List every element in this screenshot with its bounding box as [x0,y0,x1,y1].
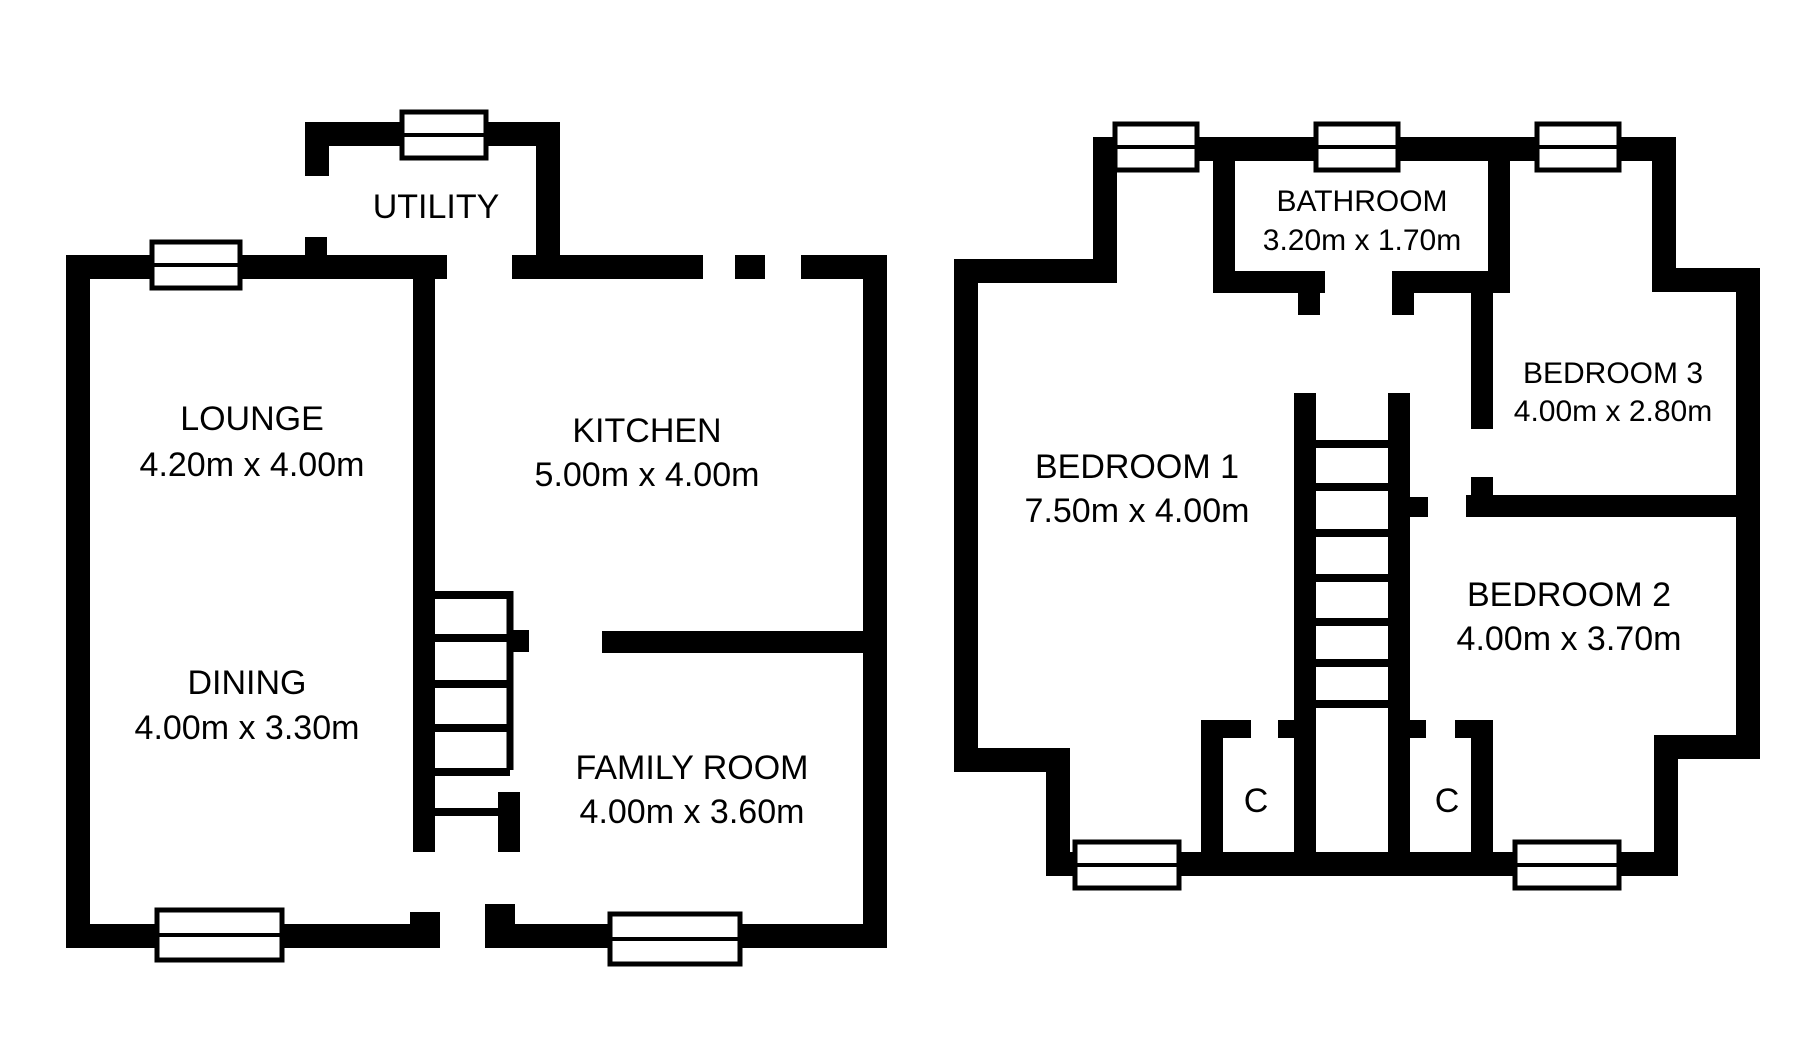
stair-east-wall [1388,393,1410,868]
dining-window-icon [154,907,285,963]
cupboard-left-top [1201,720,1251,738]
utility-window-icon [399,109,489,161]
bedroom3-label: BEDROOM 3 [1523,357,1703,390]
kitchen-top-wall-post [735,255,765,279]
bath-door-jamb-left [1298,271,1320,315]
bedroom3-dimensions: 4.00m x 2.80m [1514,395,1712,428]
ground-floor: UTILITY LOUNGE 4.20m x 4.00m KITCHEN 5.0… [66,109,887,967]
front-door-jamb-left [410,912,440,948]
kitchen-label: KITCHEN [572,412,721,450]
bed1-north-window-icon [1112,121,1200,173]
first-floor-stairs [1316,440,1388,708]
dining-label: DINING [188,664,307,702]
utility-left-stub [305,122,329,176]
kitchen-top-wall-left [512,255,703,279]
bedroom2-dimensions: 4.00m x 3.70m [1457,620,1682,658]
bedroom1-dimensions: 7.50m x 4.00m [1025,492,1250,530]
bath-door-jamb-right [1392,271,1414,315]
bed1-west-wall [954,259,978,772]
bath-west-wall [1213,137,1235,293]
cupboard-left-wall [1201,720,1223,868]
east-wall [863,255,887,948]
utility-right-wall [536,122,560,277]
bed3-west-wall [1471,271,1493,429]
bathroom-dimensions: 3.20m x 1.70m [1263,224,1461,257]
ground-stairs [435,591,514,816]
cupboard-right-wall [1471,720,1493,868]
family-room-label: FAMILY ROOM [575,749,808,787]
bed3-window-icon [1534,121,1622,173]
cupboard-right-door-jamb [1388,720,1426,738]
stair-newel-top [507,630,529,652]
utility-label: UTILITY [373,188,500,226]
bath-east-wall [1488,137,1510,293]
family-room-window-icon [607,911,743,967]
lounge-dimensions: 4.20m x 4.00m [140,446,365,484]
bed1-south-window-icon [1072,839,1182,891]
bed3-north-return [1652,137,1676,292]
bed1-top-wall [954,259,1117,283]
family-room-dimensions: 4.00m x 3.60m [580,793,805,831]
lounge-top-wall [66,255,447,279]
lounge-kitchen-partition [413,279,435,852]
cupboard-right-top [1455,720,1493,738]
stair-east-stub [1410,497,1428,517]
cupboard-right-label: C [1435,782,1460,820]
cupboard-left-door-jamb [1278,720,1316,738]
kitchen-family-partition [602,631,887,653]
stair-west-wall [1294,393,1316,868]
stair-newel-bottom [498,792,520,852]
front-door-jamb-right [485,904,515,948]
bed2-bed3-partition [1466,495,1760,517]
bath-bottom-left [1213,271,1325,293]
bathroom-label: BATHROOM [1276,185,1447,218]
west-wall [66,255,90,948]
bedroom2-label: BEDROOM 2 [1467,576,1671,614]
lounge-window-icon [149,239,243,291]
bathroom-window-icon [1313,121,1401,173]
kitchen-dimensions: 5.00m x 4.00m [535,456,760,494]
bedroom1-label: BEDROOM 1 [1035,448,1239,486]
cupboard-left-label: C [1244,782,1269,820]
lounge-label: LOUNGE [180,400,324,438]
first-floor: BATHROOM 3.20m x 1.70m BEDROOM 3 4.00m x… [954,121,1760,891]
bed2-south-window-icon [1512,839,1622,891]
dining-dimensions: 4.00m x 3.30m [135,709,360,747]
